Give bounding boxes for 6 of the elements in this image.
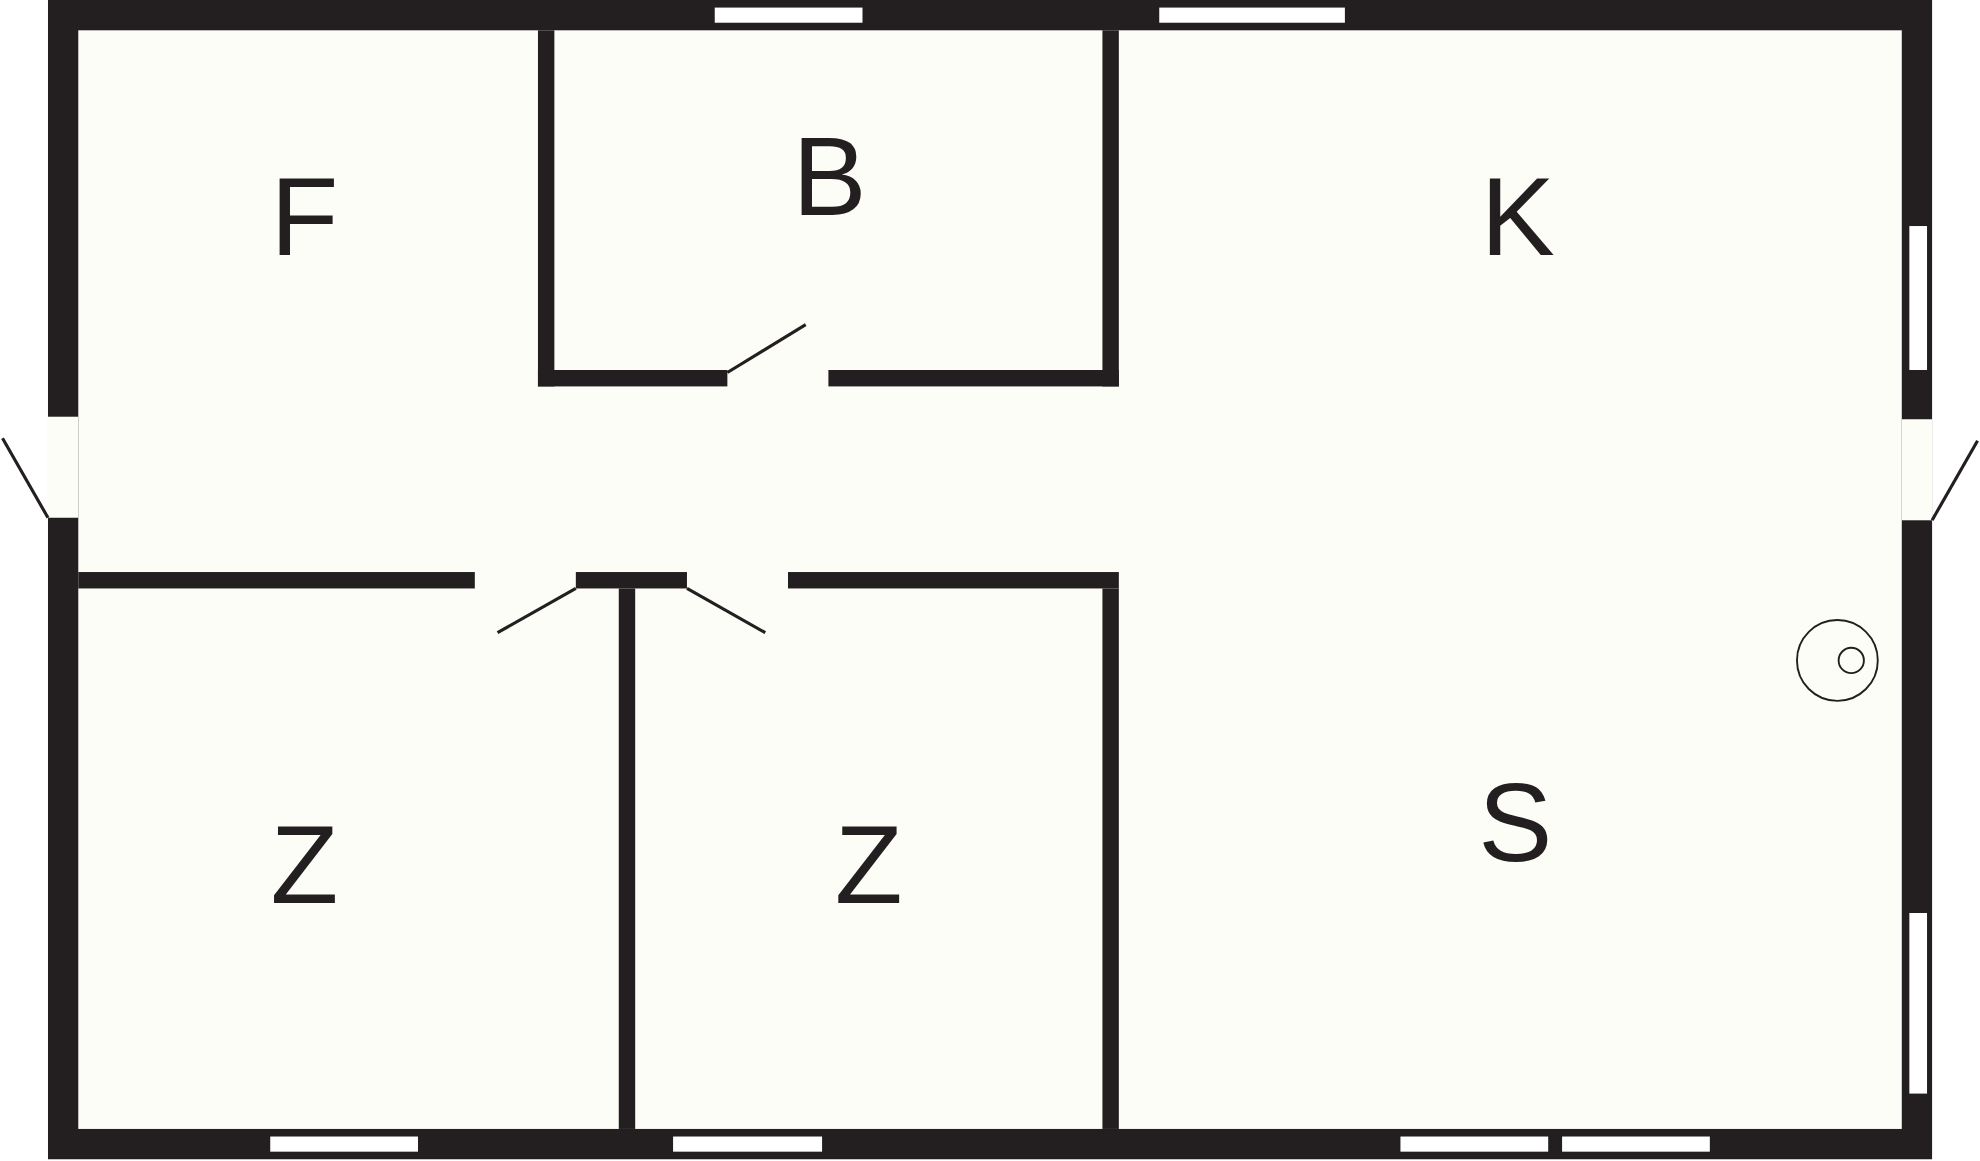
room-label: F <box>270 161 339 273</box>
room-label: K <box>1480 161 1555 273</box>
room-label: Z <box>270 809 339 921</box>
room-label: Z <box>834 809 903 921</box>
room-label: S <box>1478 767 1553 879</box>
room-label: B <box>792 121 867 233</box>
